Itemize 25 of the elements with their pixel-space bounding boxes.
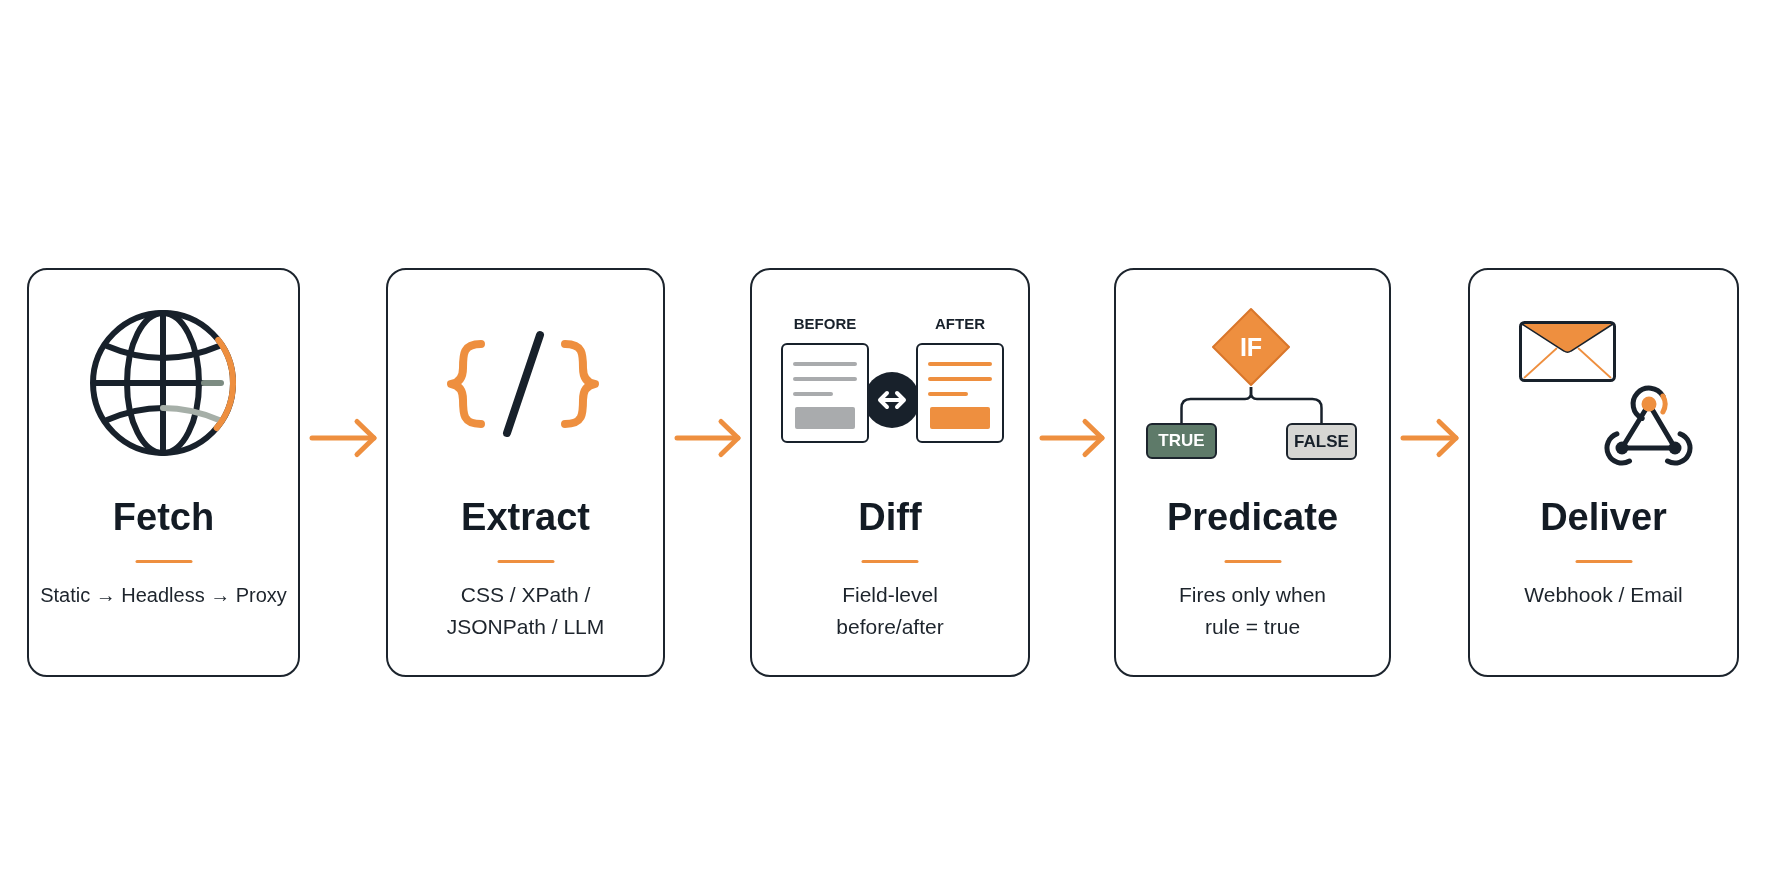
step-title: Predicate	[1166, 495, 1339, 540]
step-description: Static → Headless → Proxy	[39, 583, 288, 608]
condition-label: IF	[1239, 332, 1263, 362]
step-card	[750, 268, 1030, 677]
flow-arrow	[674, 419, 741, 457]
flow-arrow	[1400, 419, 1459, 457]
step-title: Deliver	[1540, 495, 1667, 540]
outcome-tag: TRUE	[1146, 423, 1217, 459]
step-title: Diff	[858, 495, 922, 540]
outcome-tag: FALSE	[1286, 423, 1357, 460]
decision-diamond	[1211, 307, 1291, 387]
step-card	[386, 268, 665, 677]
step-title: Fetch	[112, 495, 215, 540]
step-description: Fires only when rule = true	[1177, 582, 1328, 640]
step-card	[27, 268, 300, 677]
step-card	[1114, 268, 1391, 677]
step-description: Field-level before/after	[835, 582, 945, 640]
step-card	[1468, 268, 1739, 677]
step-description: CSS / XPath / JSONPath / LLM	[445, 582, 606, 640]
flow-arrow	[1039, 419, 1105, 457]
column-heading: BEFORE	[793, 314, 857, 334]
flow-arrow	[309, 419, 377, 457]
step-title: Extract	[461, 495, 590, 540]
column-heading: AFTER	[935, 314, 985, 334]
step-description: Webhook / Email	[1523, 582, 1684, 608]
